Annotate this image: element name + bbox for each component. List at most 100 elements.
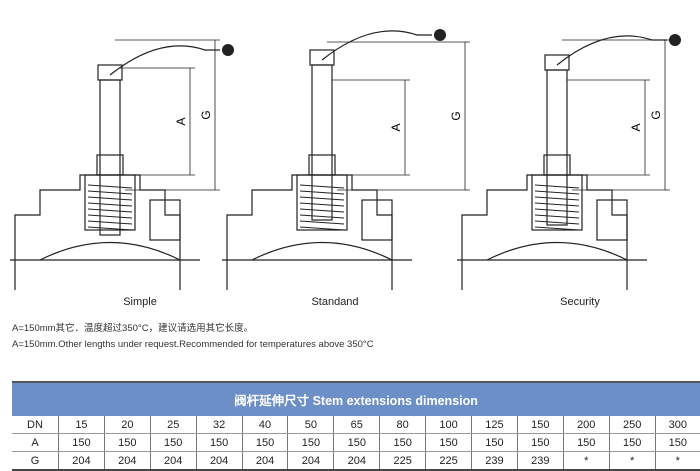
caption-simple: Simple: [123, 296, 157, 308]
table-cell: 204: [241, 451, 288, 471]
line-art: [534, 196, 580, 201]
table-cell: 150: [425, 433, 472, 452]
row-header: DN: [12, 416, 59, 434]
table-cell: 204: [287, 451, 334, 471]
table-cell: 300: [654, 416, 700, 434]
line-art: [534, 202, 580, 207]
g-label: G: [199, 110, 213, 119]
line-art: [299, 214, 345, 219]
line-art: [299, 226, 345, 231]
line-art: [87, 184, 133, 189]
table-title: 阀杆延伸尺寸 Stem extensions dimension: [12, 381, 700, 416]
table-cell: 150: [287, 433, 334, 452]
table-cell: 40: [241, 416, 288, 434]
stem-extension: [99, 79, 121, 236]
table-cell: 225: [425, 451, 472, 471]
table-cell: 204: [149, 451, 197, 471]
g-label: G: [649, 110, 663, 119]
flange: [149, 199, 181, 241]
line-art: [87, 220, 133, 225]
line-art: [534, 184, 580, 189]
a-label: A: [174, 117, 188, 125]
line-art: [309, 49, 335, 66]
line-art: [97, 64, 123, 81]
line-art: [543, 154, 571, 176]
diaphragm: [486, 242, 628, 261]
table-cell: 150: [654, 433, 700, 452]
table-cell: 150: [379, 433, 426, 452]
table-cell: 225: [379, 451, 426, 471]
line-art: [299, 208, 345, 213]
table-cell: 20: [103, 416, 151, 434]
table-cell: 150: [608, 433, 656, 452]
valve-body: [226, 174, 393, 290]
table-cell: 150: [58, 433, 105, 452]
flange: [361, 199, 393, 241]
handle-knob: [669, 34, 681, 46]
table-cell: 239: [471, 451, 518, 471]
line-art: [299, 190, 345, 195]
table-cell: 150: [149, 433, 197, 452]
row-header: G: [12, 451, 59, 471]
table-cell: 200: [562, 416, 610, 434]
table-cell: 50: [287, 416, 334, 434]
table-cell: *: [654, 451, 700, 471]
table-cell: 204: [195, 451, 243, 471]
handle-knob: [222, 44, 234, 56]
line-art: [299, 196, 345, 201]
line-art: [534, 226, 580, 231]
table-cell: 204: [58, 451, 105, 471]
table-cell: 32: [195, 416, 243, 434]
line-art: [299, 184, 345, 189]
valve-body: [461, 174, 628, 290]
table-cell: 150: [562, 433, 610, 452]
caption-security: Security: [560, 296, 600, 308]
stem-extension: [546, 69, 568, 226]
line-art: [87, 202, 133, 207]
table-cell: 250: [608, 416, 656, 434]
g-label: G: [449, 111, 463, 120]
stem-extension: [311, 64, 333, 221]
line-art: [299, 220, 345, 225]
line-art: [299, 202, 345, 207]
table-cell: 150: [103, 433, 151, 452]
table-cell: 25: [149, 416, 197, 434]
table-cell: 80: [379, 416, 426, 434]
line-art: [534, 220, 580, 225]
table-cell: 150: [195, 433, 243, 452]
a-label: A: [389, 123, 403, 131]
table-cell: *: [608, 451, 656, 471]
table-cell: 239: [516, 451, 564, 471]
line-art: [87, 208, 133, 213]
a-label: A: [629, 123, 643, 131]
flange: [596, 199, 628, 241]
row-header: A: [12, 433, 59, 452]
line-art: [87, 196, 133, 201]
line-art: [534, 208, 580, 213]
handle-knob: [434, 29, 446, 41]
table-cell: *: [562, 451, 610, 471]
table-cell: 125: [471, 416, 518, 434]
table-cell: 150: [516, 416, 564, 434]
table-cell: 150: [241, 433, 288, 452]
line-art: [308, 154, 336, 176]
line-art: [544, 54, 570, 71]
table-cell: 204: [333, 451, 380, 471]
note-chinese: A=150mm其它．温度超过350°C，建议请选用其它长度。: [12, 323, 254, 334]
table-cell: 100: [425, 416, 472, 434]
diaphragm: [39, 242, 181, 261]
table-cell: 204: [103, 451, 151, 471]
line-art: [96, 154, 124, 176]
line-art: [534, 190, 580, 195]
handle: [109, 45, 220, 76]
line-art: [87, 214, 133, 219]
line-art: [87, 226, 133, 231]
caption-standard: Standand: [311, 296, 359, 308]
table-cell: 150: [516, 433, 564, 452]
valve-body: [14, 174, 181, 290]
